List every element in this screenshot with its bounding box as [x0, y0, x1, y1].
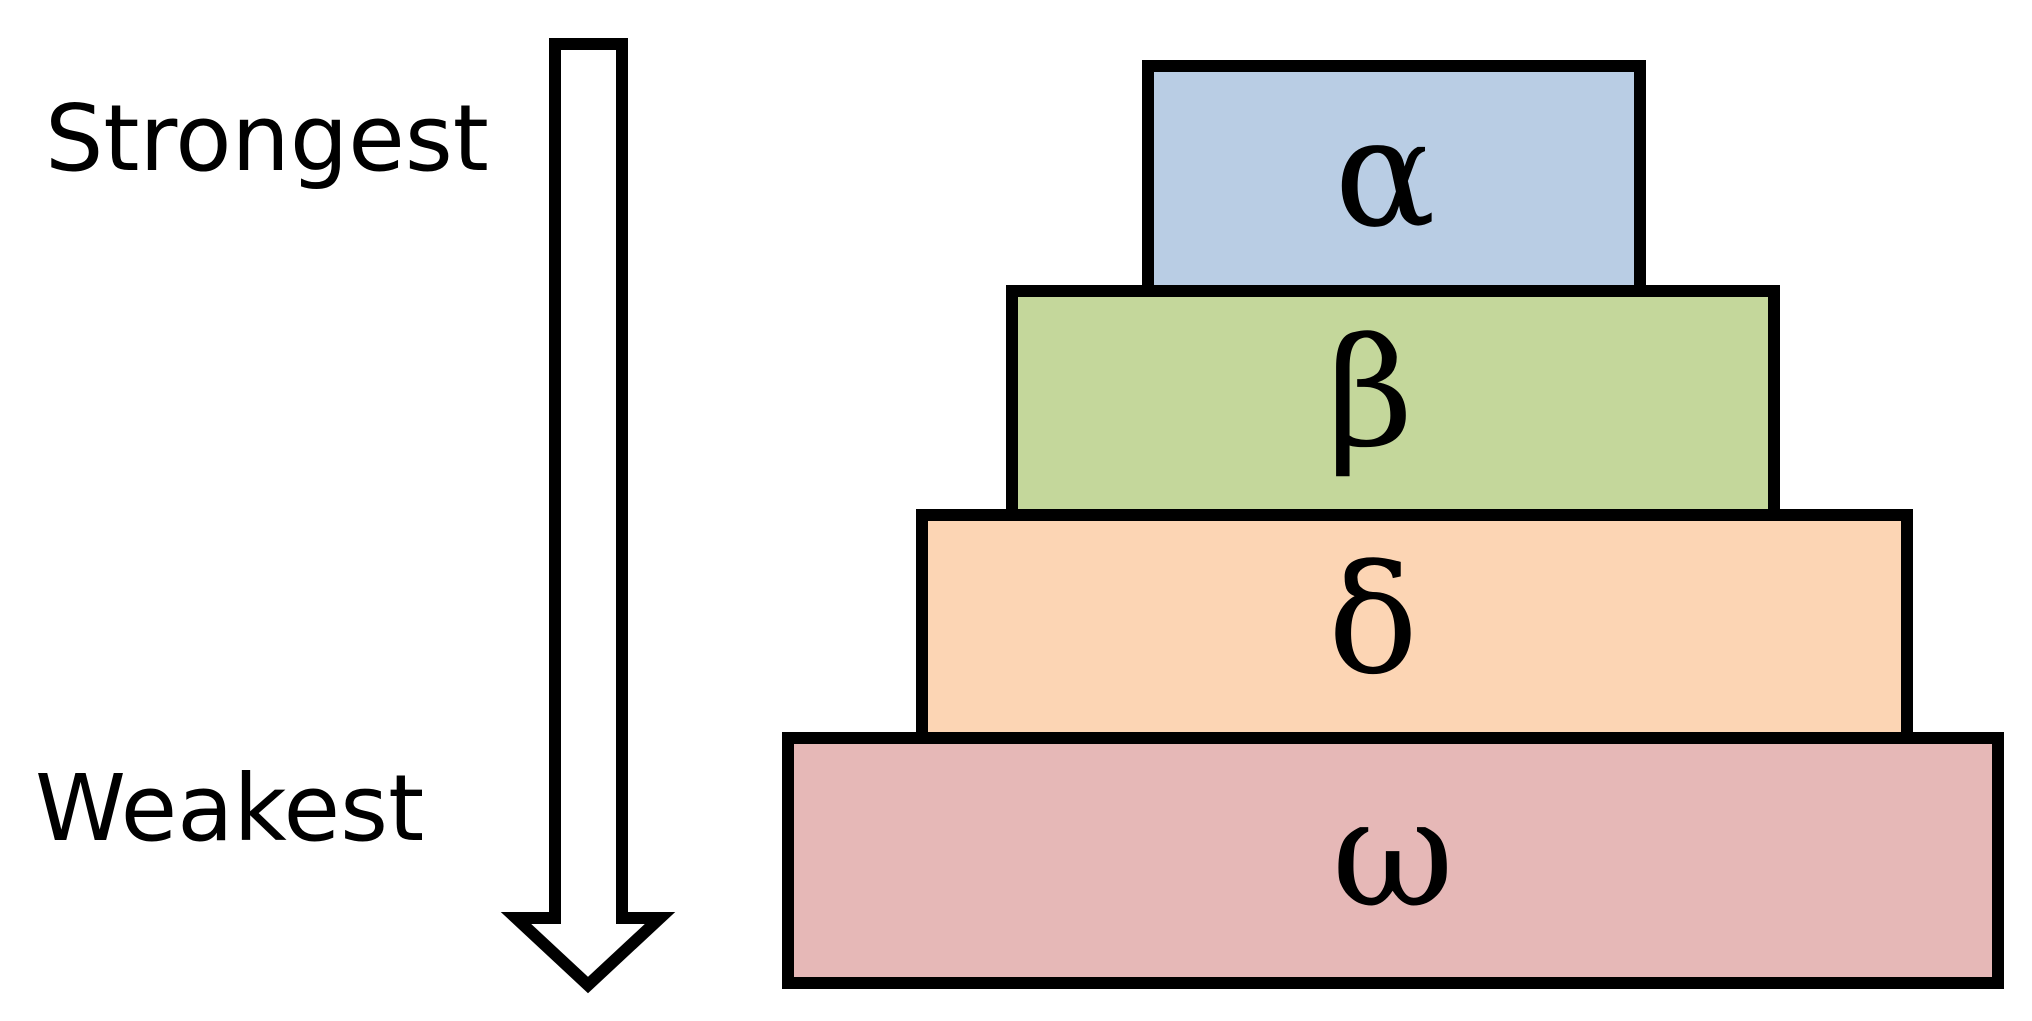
tier-beta: β [1006, 285, 1780, 521]
tier-omega: ω [782, 732, 2004, 989]
tier-delta: δ [916, 509, 1913, 744]
tier-delta-box [916, 509, 1913, 744]
tier-alpha-label: α [1334, 87, 1435, 261]
strength-arrow-down [500, 38, 676, 994]
tier-beta-label: β [1327, 307, 1414, 481]
tier-delta-label: δ [1328, 534, 1418, 708]
strongest-label: Strongest [45, 85, 489, 192]
weakest-label: Weakest [35, 755, 424, 862]
tier-omega-box [782, 732, 2004, 989]
tier-omega-label: ω [1332, 767, 1454, 941]
tier-alpha-box [1142, 60, 1646, 297]
tier-alpha: α [1142, 60, 1646, 297]
